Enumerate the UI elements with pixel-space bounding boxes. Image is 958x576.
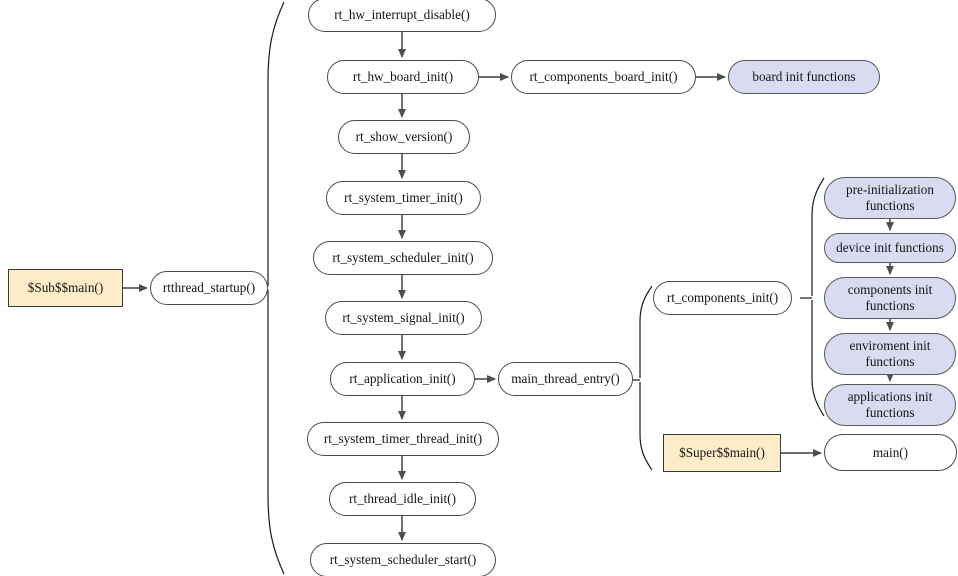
node-rt-application-init[interactable]: rt_application_init()	[330, 362, 475, 396]
node-rtthread-startup[interactable]: rtthread_startup()	[150, 271, 268, 305]
node-enviroment-init-functions[interactable]: enviroment init functions	[824, 333, 956, 375]
node-rt-thread-idle-init[interactable]: rt_thread_idle_init()	[329, 482, 476, 516]
node-rt-system-scheduler-start[interactable]: rt_system_scheduler_start()	[310, 543, 496, 576]
node-components-init-functions[interactable]: components init functions	[824, 277, 956, 319]
node-device-init-functions[interactable]: device init functions	[824, 233, 956, 263]
node-rt-components-board-init[interactable]: rt_components_board_init()	[511, 60, 696, 94]
node-rt-system-signal-init[interactable]: rt_system_signal_init()	[325, 301, 482, 335]
node-rt-show-version[interactable]: rt_show_version()	[338, 120, 470, 154]
node-main[interactable]: main()	[824, 434, 957, 471]
node-main-thread-entry[interactable]: main_thread_entry()	[498, 362, 633, 396]
node-pre-initialization-functions[interactable]: pre-initialization functions	[824, 177, 956, 219]
brace-main-thread	[639, 285, 653, 471]
node-rt-system-timer-thread-init[interactable]: rt_system_timer_thread_init()	[307, 422, 499, 456]
node-rt-hw-board-init[interactable]: rt_hw_board_init()	[327, 60, 479, 94]
brace-startup	[267, 1, 285, 575]
node-rt-system-timer-init[interactable]: rt_system_timer_init()	[326, 181, 481, 215]
node-rt-hw-interrupt-disable[interactable]: rt_hw_interrupt_disable()	[308, 0, 496, 32]
node-applications-init-functions[interactable]: applications init functions	[824, 384, 956, 426]
node-sub-main[interactable]: $Sub$$main()	[8, 269, 123, 307]
node-rt-system-scheduler-init[interactable]: rt_system_scheduler_init()	[313, 241, 493, 275]
brace-components	[811, 177, 825, 417]
node-board-init-functions[interactable]: board init functions	[728, 60, 880, 94]
node-super-main[interactable]: $Super$$main()	[663, 434, 781, 472]
node-rt-components-init[interactable]: rt_components_init()	[653, 281, 792, 315]
